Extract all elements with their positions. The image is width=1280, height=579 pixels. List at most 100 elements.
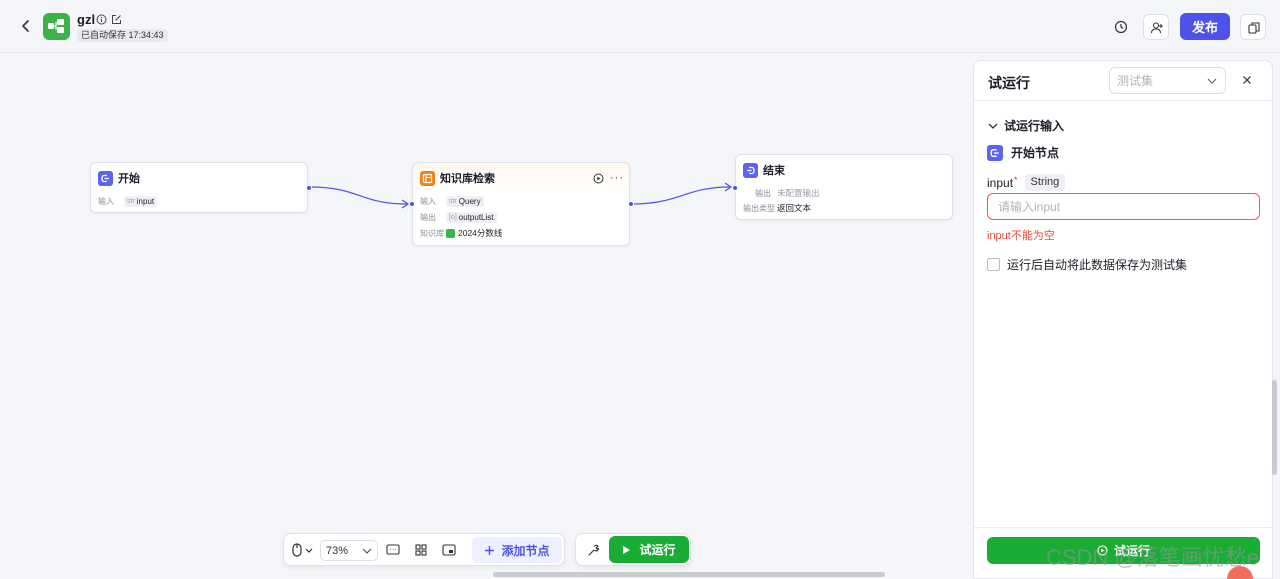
- test-run-label: 试运行: [639, 543, 676, 557]
- info-icon[interactable]: [96, 14, 107, 28]
- required-mark: *: [1014, 174, 1018, 185]
- play-circle-icon: [1097, 545, 1108, 556]
- add-node-button[interactable]: 添加节点: [472, 537, 562, 563]
- chevron-down-icon: [1207, 78, 1217, 84]
- node-start-title: 开始: [118, 173, 140, 185]
- edge-arrow-1: [401, 199, 410, 209]
- input-placeholder: 请输入input: [998, 200, 1061, 214]
- row-label: 输入: [420, 196, 436, 206]
- output-value: 未配置输出: [777, 188, 820, 198]
- test-run-button[interactable]: 试运行: [609, 536, 689, 563]
- field-type-tag: String: [1024, 174, 1066, 191]
- divider: [974, 527, 1272, 528]
- copy-button[interactable]: [1240, 14, 1266, 40]
- canvas-toolbar: 73% 添加节点: [283, 533, 565, 566]
- vertical-scrollbar[interactable]: [1272, 380, 1277, 475]
- validation-error: input不能为空: [987, 230, 1055, 242]
- start-node-label: 开始节点: [1011, 146, 1060, 160]
- node-end-output-row: 输出 未配置输出: [743, 187, 820, 199]
- edge-knowledge-end: [631, 186, 731, 205]
- add-node-label: 添加节点: [501, 543, 550, 558]
- comment-icon: [386, 544, 400, 555]
- section-toggle[interactable]: 试运行输入: [988, 117, 1064, 134]
- back-icon[interactable]: [18, 17, 34, 35]
- end-icon: [743, 162, 758, 178]
- node-end[interactable]: 结束 输出 未配置输出 输出类型 返回文本: [732, 154, 953, 220]
- output-type-value: 返回文本: [777, 203, 812, 213]
- node-knowledge-kb-row: 知识库 2024分数线: [420, 227, 502, 239]
- output-port[interactable]: [306, 185, 312, 191]
- add-user-icon: [1150, 22, 1163, 34]
- node-end-type-row: 输出类型 返回文本: [743, 202, 811, 214]
- input-field[interactable]: 请输入input: [987, 193, 1260, 220]
- input-port[interactable]: [409, 201, 415, 207]
- row-label: 输出: [420, 212, 436, 222]
- top-header: gzl 已自动保存 17:34:43 发布: [0, 0, 1280, 53]
- wrench-icon: [588, 544, 599, 556]
- field-name: input: [987, 175, 1014, 190]
- play-icon: [623, 545, 631, 554]
- tools-button[interactable]: [586, 541, 600, 560]
- divider: [974, 100, 1272, 101]
- start-node-heading: 开始节点: [987, 144, 1059, 161]
- zoom-select[interactable]: 73%: [320, 540, 378, 561]
- history-icon: [1114, 20, 1128, 34]
- node-knowledge-output-row: 输出 [o]outputList: [420, 211, 497, 223]
- section-label: 试运行输入: [1004, 119, 1065, 133]
- node-start-header: 开始: [98, 170, 140, 186]
- mascot-avatar: [1227, 566, 1253, 579]
- row-label: 输出类型: [743, 203, 775, 213]
- history-button[interactable]: [1108, 14, 1134, 40]
- checkbox-label: 运行后自动将此数据保存为测试集: [1007, 258, 1188, 272]
- layout-button[interactable]: [414, 541, 428, 560]
- knowledge-base-icon: [420, 170, 435, 186]
- row-label: 输出: [755, 188, 771, 198]
- edge-start-knowledge: [308, 186, 408, 205]
- output-port[interactable]: [628, 201, 634, 207]
- publish-button[interactable]: 发布: [1180, 13, 1230, 40]
- testset-select[interactable]: 测试集: [1109, 67, 1226, 94]
- start-icon: [98, 170, 113, 186]
- kb-name: 2024分数线: [458, 228, 503, 238]
- interaction-mode-button[interactable]: [291, 541, 315, 560]
- start-icon: [987, 144, 1003, 161]
- node-end-header: 结束: [743, 162, 785, 178]
- mouse-icon: [292, 543, 313, 557]
- input-field-label: input * String: [987, 174, 1066, 191]
- zoom-value: 73%: [326, 544, 349, 557]
- grid-icon: [415, 544, 427, 556]
- chevron-down-icon: [988, 123, 998, 129]
- test-run-panel: 试运行 测试集 试运行输入 开始节点 input * String 请输入inp…: [973, 60, 1273, 579]
- app-name: gzl: [77, 12, 96, 27]
- run-toolbar: 试运行: [575, 533, 691, 566]
- more-icon[interactable]: ···: [610, 172, 624, 184]
- input-port[interactable]: [732, 185, 738, 191]
- kb-icon: [446, 228, 455, 238]
- panel-test-run-button[interactable]: 试运行: [987, 537, 1260, 564]
- close-icon[interactable]: [1241, 74, 1253, 89]
- comment-button[interactable]: [386, 541, 400, 560]
- edit-icon[interactable]: [111, 14, 122, 28]
- minimap-button[interactable]: [442, 541, 456, 560]
- horizontal-scrollbar[interactable]: [493, 572, 885, 577]
- chevron-down-icon: [362, 548, 372, 554]
- autosave-status: 已自动保存 17:34:43: [77, 29, 168, 42]
- save-testset-option[interactable]: 运行后自动将此数据保存为测试集: [987, 256, 1187, 273]
- app-logo: [43, 13, 70, 40]
- panel-title: 试运行: [988, 75, 1030, 91]
- row-label: 知识库: [420, 228, 444, 238]
- node-knowledge-header: 知识库检索: [420, 170, 495, 186]
- minimap-icon: [442, 544, 456, 556]
- run-node-icon[interactable]: [593, 173, 604, 187]
- edges-layer: [308, 182, 733, 209]
- edge-arrow-2: [724, 182, 733, 192]
- save-testset-checkbox[interactable]: [987, 258, 1000, 271]
- collaborator-button[interactable]: [1143, 14, 1169, 40]
